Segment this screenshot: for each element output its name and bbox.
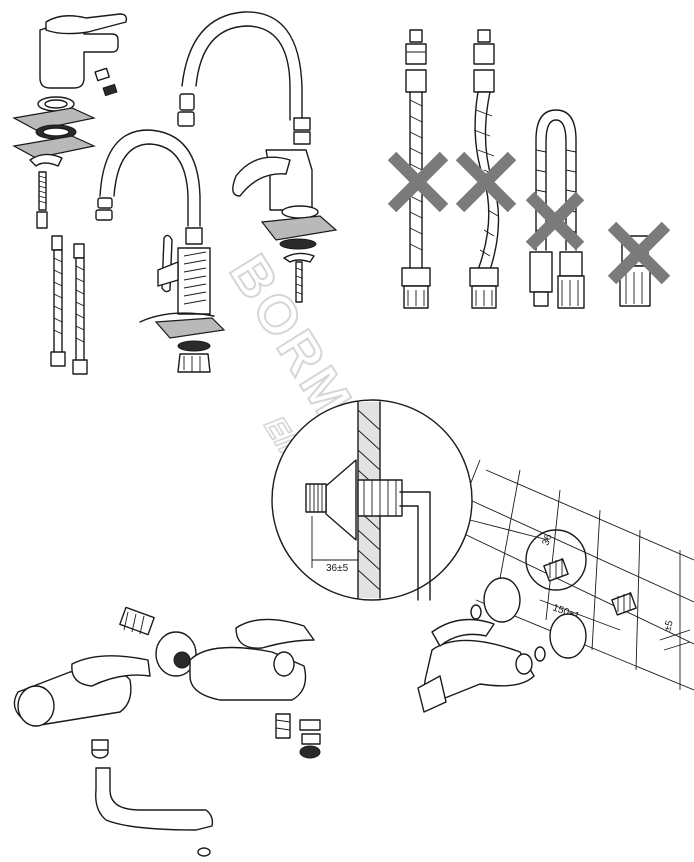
inset-offset-label: 36±5 xyxy=(326,563,349,574)
basin-faucet-exploded-view xyxy=(12,13,128,375)
wall-installation-detail: 36±5 36 150±1 ±5 xyxy=(271,399,694,713)
inset-wall-section: 36±5 xyxy=(305,401,431,601)
x-mark-icon xyxy=(387,151,449,213)
flex-hose-left xyxy=(50,235,66,367)
tolerance-label: ±5 xyxy=(662,619,676,633)
hose-check-twisted xyxy=(455,29,517,309)
hose-check-kinked xyxy=(387,29,449,309)
wall-faucet-right xyxy=(189,618,321,759)
fitting-offset-label: 36 xyxy=(540,532,554,547)
x-mark-icon xyxy=(607,221,671,285)
kitchen-faucet-exploded-view xyxy=(95,11,338,373)
wall-faucet-exploded-view xyxy=(13,606,321,857)
wall-fitting-left xyxy=(543,558,569,582)
x-mark-icon xyxy=(525,191,585,251)
flex-hose-right xyxy=(72,243,88,375)
x-mark-icon xyxy=(455,151,517,213)
wall-fitting-right xyxy=(611,592,637,616)
bath-mixer xyxy=(417,618,535,713)
wall-faucet-left xyxy=(13,655,214,857)
hose-check-bent xyxy=(525,109,585,309)
hose-check-damaged-nut xyxy=(607,221,671,307)
